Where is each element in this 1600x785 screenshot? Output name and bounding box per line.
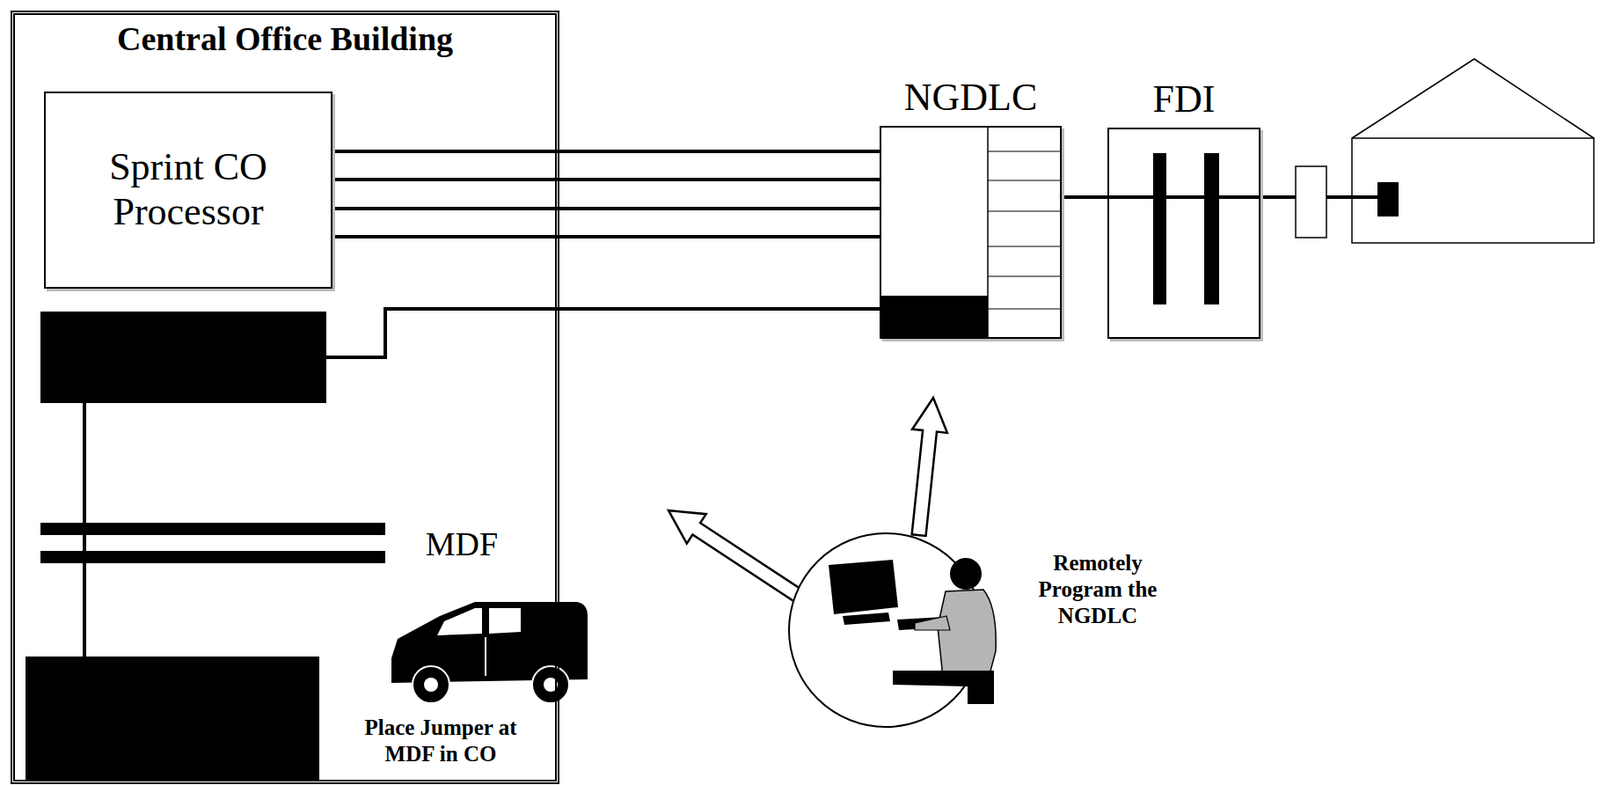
hollow-arrow	[658, 495, 811, 612]
trunk-line	[332, 177, 880, 182]
trunk-line	[332, 234, 880, 239]
step-note: Place Jumper at MDF in CO	[338, 714, 543, 768]
fdi-cabinet: FDI	[1107, 127, 1261, 339]
mdf-bar	[40, 550, 386, 563]
step-note: Remotely Program the NGDLC	[1018, 549, 1177, 629]
building-outline: Sprint CO Processor Central Office Buildi…	[10, 10, 560, 784]
hollow-arrow	[901, 395, 951, 537]
trunk-line	[332, 149, 880, 154]
processor-name: Sprint CO Processor	[54, 145, 322, 234]
equipment-block	[25, 656, 320, 782]
wire	[326, 308, 880, 358]
building-title: Central Office Building	[14, 14, 556, 59]
ngdlc-card-slots	[879, 125, 1062, 339]
trunk-line	[1061, 195, 1108, 199]
house-icon	[1351, 58, 1594, 243]
frame-label: MDF	[413, 524, 511, 565]
drop-wire	[1260, 166, 1399, 238]
technician-icon	[789, 533, 996, 727]
mdf-bar	[40, 522, 386, 535]
processor-box: Sprint CO Processor	[43, 91, 333, 289]
fdi-terminal-blocks	[1107, 153, 1261, 305]
equipment-block	[40, 311, 327, 403]
cabinet-label: NGDLC	[904, 76, 1038, 119]
trunk-line	[332, 206, 880, 211]
cabinet-label: FDI	[1153, 78, 1216, 121]
ngdlc-cabinet: NGDLC	[879, 125, 1062, 339]
